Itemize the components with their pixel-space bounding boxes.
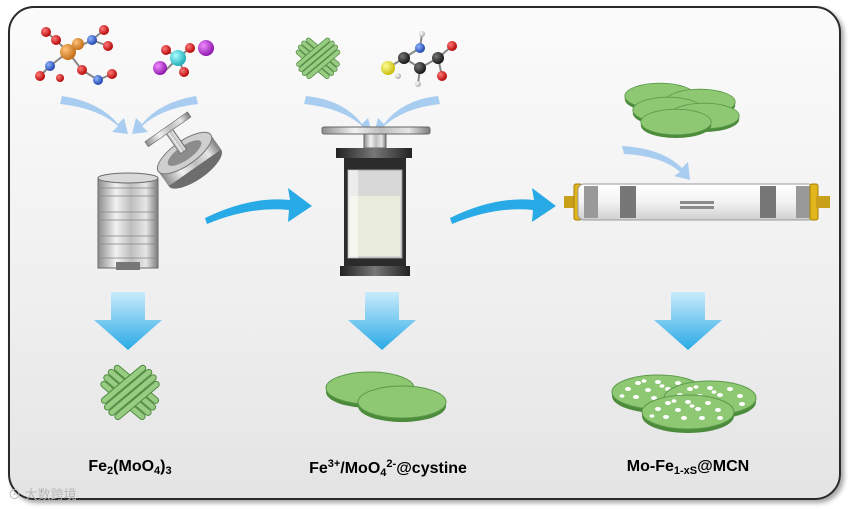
down-arrow-1 [94,292,162,350]
stacked-discs-icon [624,82,740,139]
curved-arrow-right-1 [132,96,198,134]
rod-bundle-icon [294,36,342,80]
autoclave-liner-icon [97,172,159,270]
cystine-discs-product-icon [325,371,447,423]
curved-arrow-to-furnace [622,146,690,180]
fe-nitrate-molecule-icon [35,25,117,85]
curved-arrow-right-2 [374,96,440,134]
tube-furnace-icon [564,183,830,221]
watermark: ⊙ 大数跨境 [8,487,77,502]
product-label-mofes-mcn: Mo-Fe1-xS@MCN [626,458,750,477]
product-label-fe2moo43: Fe2(MoO4)3 [88,458,172,477]
mcn-porous-discs-product-icon [611,374,757,434]
autoclave-cap-icon [144,111,222,189]
product-label-cystine: Fe3+/MoO42-@cystine [309,458,467,479]
down-arrow-3 [654,292,722,350]
curved-arrow-left-2 [304,96,372,134]
sodium-molybdate-molecule-icon [153,40,214,77]
down-arrow-2 [348,292,416,350]
curved-arrow-section-1-to-2 [205,188,312,224]
curved-arrow-section-2-to-3 [450,188,556,224]
cystine-molecule-icon [381,31,457,87]
curved-arrow-left-1 [60,96,128,134]
autoclave-reactor-icon [321,126,431,276]
fe2moo43-rods-product-icon [98,363,162,422]
